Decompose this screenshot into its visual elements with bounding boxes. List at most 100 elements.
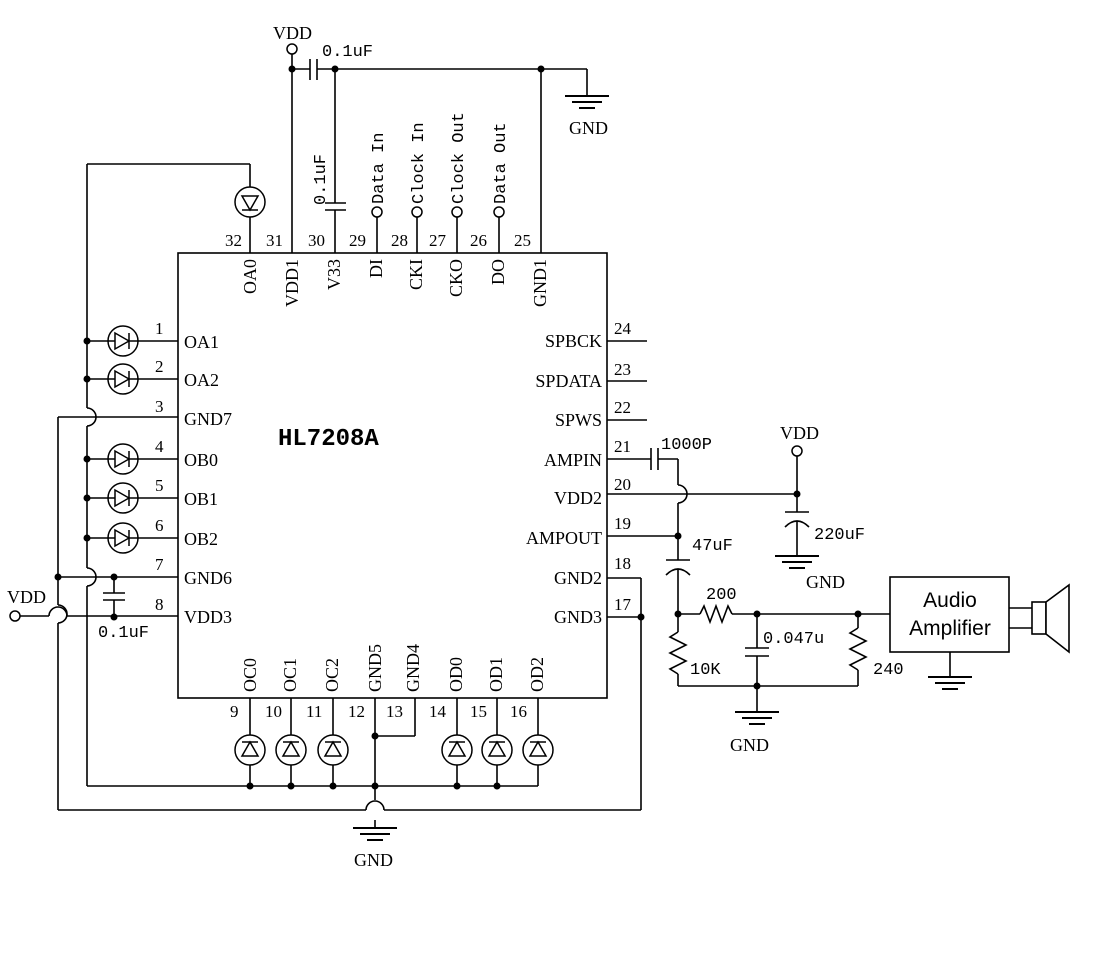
pin-label-oa0: OA0 xyxy=(240,259,260,294)
vdd-label-left: VDD xyxy=(7,587,46,607)
data-in-label: Data In xyxy=(370,133,389,204)
gnd-label-bottom: GND xyxy=(354,850,393,870)
gnd-label-top: GND xyxy=(569,118,608,138)
clock-out-label: Clock Out xyxy=(450,112,469,204)
pin-label-ob0: OB0 xyxy=(184,450,218,470)
res-shunt-label: 10K xyxy=(690,661,721,680)
cap-filter-label: 0.047u xyxy=(763,630,824,649)
pin-num-4: 4 xyxy=(155,437,164,456)
pin-num-8: 8 xyxy=(155,595,164,614)
pin-label-ampout: AMPOUT xyxy=(526,528,602,548)
res-load-label: 240 xyxy=(873,661,904,680)
pin-num-14: 14 xyxy=(429,702,447,721)
vdd-label-right: VDD xyxy=(780,423,819,443)
pin-num-7: 7 xyxy=(155,555,164,574)
led-oc0-icon xyxy=(234,734,266,766)
pin-num-28: 28 xyxy=(391,231,408,250)
pin-label-oc2: OC2 xyxy=(322,658,342,692)
ground-symbol-filter xyxy=(734,711,780,725)
pin-label-cko: CKO xyxy=(446,259,466,297)
clock-in-label: Clock In xyxy=(410,122,429,204)
pin-num-22: 22 xyxy=(614,398,631,417)
cap-ampout-label: 47uF xyxy=(692,537,733,556)
pin-label-od2: OD2 xyxy=(527,657,547,692)
ground-symbol-amplifier xyxy=(927,676,973,690)
pin-num-27: 27 xyxy=(429,231,447,250)
amplifier-label-line2: Amplifier xyxy=(909,617,991,640)
pin-num-3: 3 xyxy=(155,397,164,416)
pin-num-13: 13 xyxy=(386,702,403,721)
pin-label-od0: OD0 xyxy=(446,657,466,692)
pin-label-gnd7: GND7 xyxy=(184,409,232,429)
led-ob2-icon xyxy=(107,522,139,554)
pin-label-spws: SPWS xyxy=(555,410,602,430)
vdd-terminal-left xyxy=(9,610,21,622)
led-oa2-icon xyxy=(107,363,139,395)
pin-label-oa1: OA1 xyxy=(184,332,219,352)
pin-label-oa2: OA2 xyxy=(184,370,219,390)
led-od1-icon xyxy=(481,734,513,766)
pin-label-gnd6: GND6 xyxy=(184,568,232,588)
vdd-terminal-right xyxy=(791,445,803,457)
cap-ampin-label: 1000P xyxy=(661,436,712,455)
res-series-label: 200 xyxy=(706,586,737,605)
led-oc1-icon xyxy=(275,734,307,766)
pin-label-vdd2: VDD2 xyxy=(554,488,602,508)
clock-in-terminal xyxy=(411,206,423,218)
audio-amplifier-box xyxy=(889,576,1010,653)
pin-num-32: 32 xyxy=(225,231,242,250)
pin-label-spbck: SPBCK xyxy=(545,331,602,351)
amplifier-label-line1: Audio xyxy=(923,589,977,612)
pin-label-cki: CKI xyxy=(406,259,426,290)
pin-num-26: 26 xyxy=(470,231,487,250)
pin-label-do: DO xyxy=(488,259,508,285)
pin-num-29: 29 xyxy=(349,231,366,250)
pin-label-gnd2: GND2 xyxy=(554,568,602,588)
pin-num-6: 6 xyxy=(155,516,164,535)
pin-num-19: 19 xyxy=(614,514,631,533)
speaker-icon xyxy=(1009,583,1070,654)
pin-num-9: 9 xyxy=(230,702,239,721)
led-od2-icon xyxy=(522,734,554,766)
cap-left-label: 0.1uF xyxy=(98,624,149,643)
data-in-terminal xyxy=(371,206,383,218)
pin-num-11: 11 xyxy=(306,702,322,721)
gnd-label-220uf: GND xyxy=(806,572,845,592)
pin-label-od1: OD1 xyxy=(486,657,506,692)
pin-num-21: 21 xyxy=(614,437,631,456)
pin-num-18: 18 xyxy=(614,554,631,573)
led-od0-icon xyxy=(441,734,473,766)
pin-num-24: 24 xyxy=(614,319,632,338)
led-oa1-icon xyxy=(107,325,139,357)
led-ob1-icon xyxy=(107,482,139,514)
pin-label-oc0: OC0 xyxy=(240,658,260,692)
cap-vdd2-label: 220uF xyxy=(814,526,865,545)
vdd-terminal-top xyxy=(286,43,298,55)
pin-label-gnd5: GND5 xyxy=(365,644,385,692)
vdd-label-top: VDD xyxy=(273,23,312,43)
led-oc2-icon xyxy=(317,734,349,766)
pin-num-12: 12 xyxy=(348,702,365,721)
pin-num-15: 15 xyxy=(470,702,487,721)
data-out-label: Data Out xyxy=(492,122,511,204)
pin-num-20: 20 xyxy=(614,475,631,494)
pin-label-spdata: SPDATA xyxy=(535,371,602,391)
pin-label-ampin: AMPIN xyxy=(544,450,602,470)
chip-name: HL7208A xyxy=(278,426,379,453)
pin-label-vdd1: VDD1 xyxy=(282,259,302,307)
pin-label-di: DI xyxy=(366,259,386,278)
data-out-terminal xyxy=(493,206,505,218)
cap-top-vertical-label: 0.1uF xyxy=(312,154,331,205)
pin-num-1: 1 xyxy=(155,319,164,338)
pin-num-23: 23 xyxy=(614,360,631,379)
led-ob0-icon xyxy=(107,443,139,475)
pin-num-2: 2 xyxy=(155,357,164,376)
pin-num-16: 16 xyxy=(510,702,527,721)
pin-num-5: 5 xyxy=(155,476,164,495)
pin-label-gnd1: GND1 xyxy=(530,259,550,307)
led-oa0-icon xyxy=(234,186,266,218)
cap-top-horizontal-label: 0.1uF xyxy=(322,43,373,62)
pin-label-ob2: OB2 xyxy=(184,529,218,549)
ground-symbol-220uf xyxy=(774,555,820,569)
